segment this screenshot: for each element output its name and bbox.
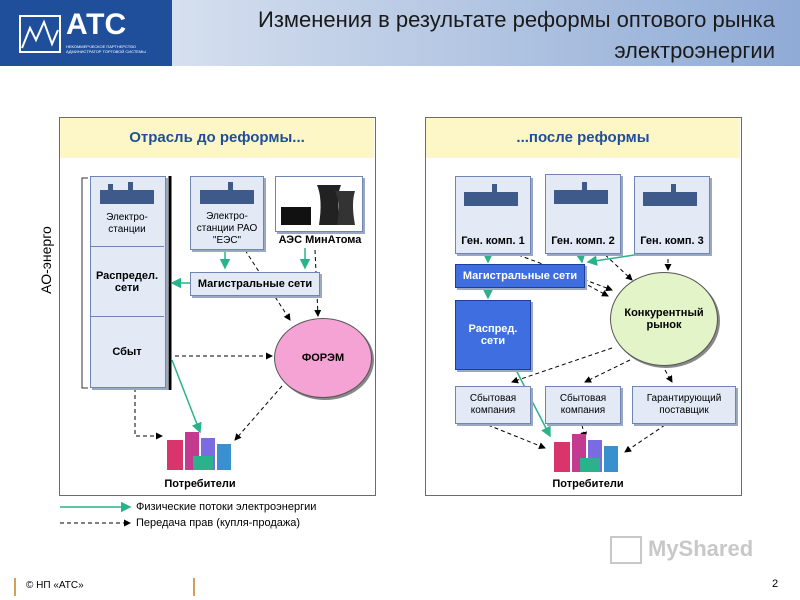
plant-icon bbox=[98, 182, 156, 206]
plant-icon bbox=[641, 184, 699, 206]
logo-subtext: НЕКОММЕРЧЕСКОЕ ПАРТНЕРСТВО АДМИНИСТРАТОР… bbox=[66, 44, 146, 54]
plant-icon bbox=[552, 182, 610, 204]
copyright: © НП «АТС» bbox=[26, 580, 84, 591]
logo: АТС НЕКОММЕРЧЕСКОЕ ПАРТНЕРСТВО АДМИНИСТР… bbox=[0, 0, 172, 66]
watermark-icon bbox=[610, 536, 642, 565]
trunk-networks-after: Магистральные сети bbox=[455, 264, 585, 288]
watermark-text: MyShared bbox=[648, 536, 754, 561]
consumers-after-label: Потребители bbox=[552, 478, 624, 490]
plant-icon bbox=[462, 184, 520, 206]
consumers-before-label: Потребители bbox=[164, 478, 236, 490]
after-panel-title: ...после реформы bbox=[426, 118, 740, 158]
guarantor-supplier: Гарантирующий поставщик bbox=[632, 386, 736, 424]
ao-energo-label: АО-энерго bbox=[38, 226, 54, 294]
consumers-icon bbox=[552, 430, 622, 474]
nuclear-plant-icon bbox=[281, 185, 355, 225]
consumers-icon bbox=[165, 428, 235, 472]
sales-company-2: Сбытовая компания bbox=[545, 386, 621, 424]
nuclear-label: АЭС МинАтома bbox=[278, 234, 362, 246]
legend-rights: Передача прав (купля-продажа) bbox=[136, 517, 301, 529]
distribution-label: Распредел. сети bbox=[95, 270, 159, 294]
divider bbox=[90, 316, 164, 317]
divider bbox=[90, 246, 164, 247]
before-panel-title: Отрасль до реформы... bbox=[60, 118, 374, 158]
forem-node: ФОРЭМ bbox=[274, 318, 372, 398]
ao-energo-block bbox=[90, 176, 166, 388]
page-title: Изменения в результате реформы оптового … bbox=[258, 7, 775, 63]
trunk-networks-before: Магистральные сети bbox=[190, 272, 320, 296]
sales-company-1: Сбытовая компания bbox=[455, 386, 531, 424]
competitive-market-node: Конкурентный рынок bbox=[610, 272, 718, 366]
divider bbox=[14, 578, 16, 596]
nuclear-node bbox=[275, 176, 363, 232]
rao-plants-node: Электро-станции РАО "ЕЭС" bbox=[190, 176, 264, 250]
logo-text: АТС bbox=[66, 8, 127, 41]
power-plants-label: Электро-станции bbox=[106, 212, 148, 235]
divider bbox=[193, 578, 195, 596]
gen1-label: Ген. комп. 1 bbox=[461, 235, 525, 247]
gen3-label: Ген. комп. 3 bbox=[640, 235, 704, 247]
rao-plants-label: Электро-станции РАО "ЕЭС" bbox=[196, 211, 258, 246]
sales-label: Сбыт bbox=[112, 346, 142, 358]
plant-icon bbox=[198, 182, 256, 206]
watermark: MyShared bbox=[610, 536, 754, 565]
logo-icon bbox=[19, 15, 61, 53]
distribution-after: Распред. сети bbox=[455, 300, 531, 370]
gen2-label: Ген. комп. 2 bbox=[551, 235, 615, 247]
page-number: 2 bbox=[772, 578, 779, 590]
legend-physical: Физические потоки электроэнергии bbox=[136, 501, 317, 513]
